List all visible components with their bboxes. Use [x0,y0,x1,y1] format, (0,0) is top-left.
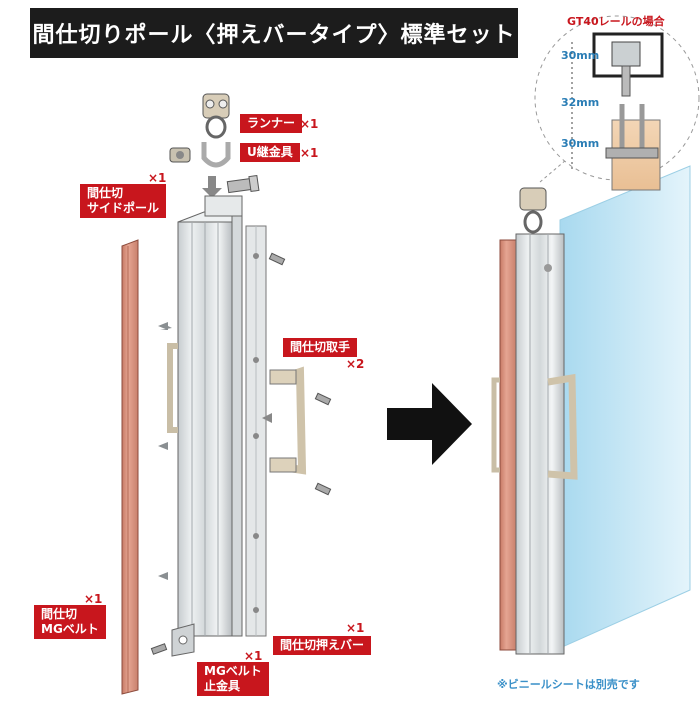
handle-part [269,366,307,475]
mg-stopper-label-2: 止金具 [204,679,241,693]
mg-stopper-qty: ×1 [244,649,263,663]
side-pole-label-2: サイドポール [87,201,160,215]
detail-title: GT40レールの場合 [567,15,665,28]
bolt-part [226,174,260,194]
assembled-pole [491,233,565,655]
dim-label: 30mm [561,49,600,62]
press-bar-qty: ×1 [346,621,365,635]
glass-sheet [559,165,691,649]
side-pole-qty: ×1 [148,171,167,185]
assembled-runner [519,187,547,234]
mg-belt-part [121,239,139,695]
arrow-left-icon [262,413,272,423]
mg-belt-tag: 間仕切 MGベルト [34,605,106,639]
runner-tag: ランナー [240,114,303,133]
side-pole-label-1: 間仕切 [87,186,124,200]
footnote: ※ビニールシートは別売です [497,678,640,691]
mg-stopper-tag: MGベルト 止金具 [197,662,269,696]
mg-belt-label-1: 間仕切 [41,607,78,621]
assembled-handle [547,373,578,480]
mg-belt-label-2: MGベルト [41,622,99,636]
runner-qty: ×1 [300,117,319,131]
handle-qty: ×2 [346,357,365,371]
side-pole-tag: 間仕切 サイドポール [80,184,167,218]
dim-label: 30mm [561,137,600,150]
mg-stopper-part [171,623,195,657]
runner-part [202,93,230,139]
page-title: 間仕切りポール〈押えバータイプ〉標準セット [30,8,518,58]
u-fitting-part [169,142,231,168]
screw-parts [150,252,332,655]
handle-tag: 間仕切取手 [283,338,358,357]
detail-callout [534,15,700,191]
u-fitting-tag: U継金具 [240,143,300,162]
press-bar-tag: 間仕切押えバー [273,636,372,655]
arrow-down-icon [202,176,222,198]
mount-arrows [158,322,172,580]
big-right-arrow-icon [387,383,472,465]
mg-belt-qty: ×1 [84,592,103,606]
side-pole-part [177,195,243,637]
pole-handle-part [167,343,178,433]
mg-stopper-label-1: MGベルト [204,664,262,678]
u-fitting-qty: ×1 [300,146,319,160]
press-bar-part [245,225,267,637]
dim-label: 32mm [561,96,600,109]
